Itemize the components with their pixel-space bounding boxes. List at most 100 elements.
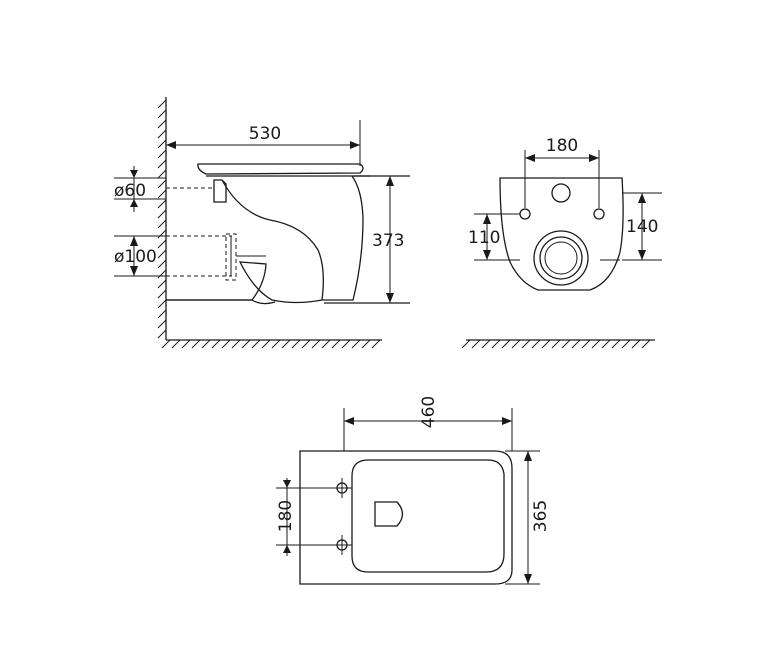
hatch-line: [157, 169, 167, 179]
pipe-hidden-lines: [166, 187, 266, 281]
top-opening: [374, 501, 404, 527]
hatch-line: [471, 339, 481, 349]
floor-right: [461, 339, 655, 349]
dim-label-530: 530: [249, 124, 281, 144]
hatch-line: [511, 339, 521, 349]
hatch-line: [331, 339, 341, 349]
front-view: 180 110 140: [461, 136, 662, 349]
hatch-line: [157, 149, 167, 159]
hatch-line: [351, 339, 361, 349]
hatch-line: [321, 339, 331, 349]
hatch-line: [611, 339, 621, 349]
hatch-line: [157, 109, 167, 119]
hatch-line: [241, 339, 251, 349]
hatch-line: [361, 339, 371, 349]
hatch-line: [641, 339, 651, 349]
dim-label-140: 140: [626, 217, 658, 237]
side-view: 530 373 ø60 ø100: [114, 97, 410, 349]
hatch-line: [157, 309, 167, 319]
hatch-line: [157, 299, 167, 309]
hatch-line: [541, 339, 551, 349]
hatch-line: [157, 139, 167, 149]
dimension-373: 373: [372, 176, 404, 303]
hatch-line: [191, 339, 201, 349]
hatch-line: [301, 339, 311, 349]
mounting-hole-left: [519, 208, 531, 220]
hatch-line: [251, 339, 261, 349]
hatch-line: [271, 339, 281, 349]
dim-label-front-180: 180: [546, 136, 578, 156]
dimension-460: 460: [343, 396, 513, 451]
hatch-line: [157, 239, 167, 249]
hatch-line: [521, 339, 531, 349]
hatch-line: [157, 329, 167, 339]
inlet-hole: [551, 183, 571, 203]
hatch-line: [157, 179, 167, 189]
hatch-line: [551, 339, 561, 349]
hatch-line: [571, 339, 581, 349]
hatch-line: [157, 199, 167, 209]
hatch-line: [157, 289, 167, 299]
hatch-line: [281, 339, 291, 349]
hatch-line: [371, 339, 381, 349]
bowl-profile: [166, 175, 364, 304]
dimension-110: 110: [468, 213, 520, 261]
hatch-line: [221, 339, 231, 349]
dimension-top-180: 180: [276, 478, 336, 556]
hatch-line: [231, 339, 241, 349]
outlet-ring-inner: [539, 236, 583, 280]
dim-label-d100: ø100: [114, 247, 157, 267]
hatch-line: [601, 339, 611, 349]
hatch-line: [531, 339, 541, 349]
hatch-line: [157, 129, 167, 139]
top-outline: [299, 450, 513, 585]
hatch-line: [171, 339, 181, 349]
dimension-140: 140: [622, 192, 662, 261]
hatch-line: [481, 339, 491, 349]
hatch-line: [157, 259, 167, 269]
dimension-front-180: 180: [524, 136, 600, 208]
dimension-d60: ø60: [114, 166, 166, 212]
dimension-d100: ø100: [114, 235, 166, 277]
hatch-line: [621, 339, 631, 349]
seat-lid: [197, 163, 364, 175]
hatch-line: [291, 339, 301, 349]
front-body: [499, 177, 624, 291]
hatch-line: [311, 339, 321, 349]
hatch-line: [181, 339, 191, 349]
hatch-line: [581, 339, 591, 349]
hatch-line: [157, 269, 167, 279]
outlet-ring-outer: [533, 230, 589, 286]
hatch-line: [157, 229, 167, 239]
hatch-line: [501, 339, 511, 349]
dim-label-110: 110: [468, 228, 500, 248]
wall: [157, 97, 167, 340]
hatch-line: [461, 339, 471, 349]
hatch-line: [157, 99, 167, 109]
dim-label-365: 365: [531, 500, 551, 532]
hatch-line: [157, 279, 167, 289]
hatch-line: [161, 339, 171, 349]
dim-label-d60: ø60: [114, 181, 146, 201]
dim-label-460: 460: [419, 396, 439, 428]
hatch-line: [157, 249, 167, 259]
hatch-line: [561, 339, 571, 349]
hatch-line: [201, 339, 211, 349]
hatch-line: [341, 339, 351, 349]
dim-label-top-180: 180: [276, 500, 296, 532]
hatch-line: [157, 209, 167, 219]
top-seat: [351, 459, 505, 573]
hatch-line: [211, 339, 221, 349]
hatch-line: [631, 339, 641, 349]
hatch-line: [157, 189, 167, 199]
hatch-line: [157, 319, 167, 329]
mounting-hole-right: [593, 208, 605, 220]
dim-label-373: 373: [372, 231, 404, 251]
hatch-line: [157, 159, 167, 169]
hatch-line: [261, 339, 271, 349]
floor-left: [161, 339, 382, 349]
hatch-line: [157, 219, 167, 229]
dimension-530: 530: [166, 120, 361, 166]
top-view: 460 365 180: [276, 396, 551, 585]
